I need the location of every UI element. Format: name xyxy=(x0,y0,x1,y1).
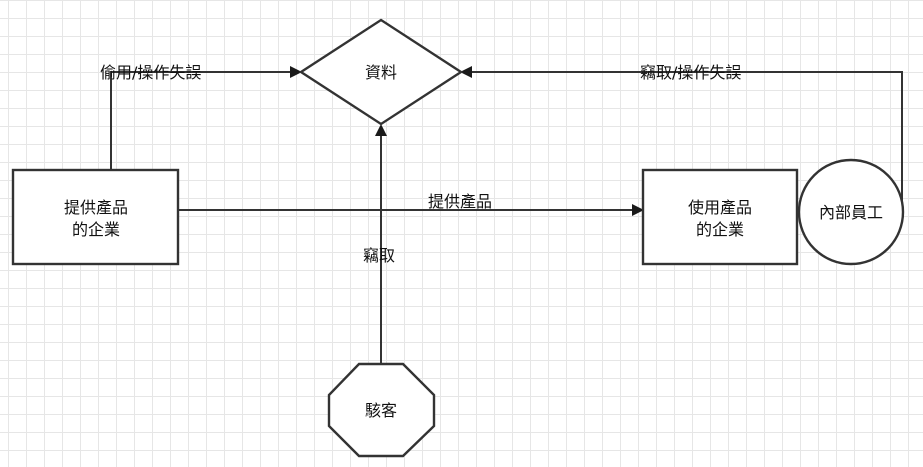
provider-label-line1: 提供產品 xyxy=(64,198,128,217)
edge-label-provider-to-user: 提供產品 xyxy=(428,192,492,211)
hacker-label: 駭客 xyxy=(365,401,397,420)
provider-label-line2: 的企業 xyxy=(72,220,120,239)
insider-circle xyxy=(797,158,905,266)
user-box xyxy=(641,168,799,266)
data-node-label: 資料 xyxy=(365,63,397,82)
node-insider[interactable]: 內部員工 xyxy=(797,158,905,266)
node-user[interactable]: 使用產品 的企業 xyxy=(641,168,799,266)
edge-label-hacker-to-data: 竊取 xyxy=(363,246,395,265)
edge-provider-to-data[interactable] xyxy=(110,71,292,170)
edge-label-provider-to-data: 偷用/操作失誤 xyxy=(100,63,201,82)
hacker-octagon xyxy=(327,362,436,458)
user-label-line2: 的企業 xyxy=(696,220,744,239)
data-diamond-shape xyxy=(298,18,464,126)
user-label-line1: 使用產品 xyxy=(688,198,752,217)
connectors xyxy=(110,66,903,363)
edge-labels: 偷用/操作失誤 竊取/操作失誤 提供產品 竊取 xyxy=(100,63,741,265)
node-data[interactable]: 資料 xyxy=(298,18,464,126)
provider-box xyxy=(11,168,180,266)
node-provider[interactable]: 提供產品 的企業 xyxy=(11,168,180,266)
insider-label: 內部員工 xyxy=(819,203,883,222)
arrowhead-provider-to-data xyxy=(290,66,302,78)
arrowhead-hacker-to-data xyxy=(375,124,387,136)
arrowhead-provider-to-user xyxy=(632,204,644,216)
node-hacker[interactable]: 駭客 xyxy=(327,362,436,458)
edge-insider-to-data[interactable] xyxy=(472,71,903,208)
arrowhead-insider-to-data xyxy=(460,66,472,78)
edge-label-insider-to-data: 竊取/操作失誤 xyxy=(640,63,741,82)
